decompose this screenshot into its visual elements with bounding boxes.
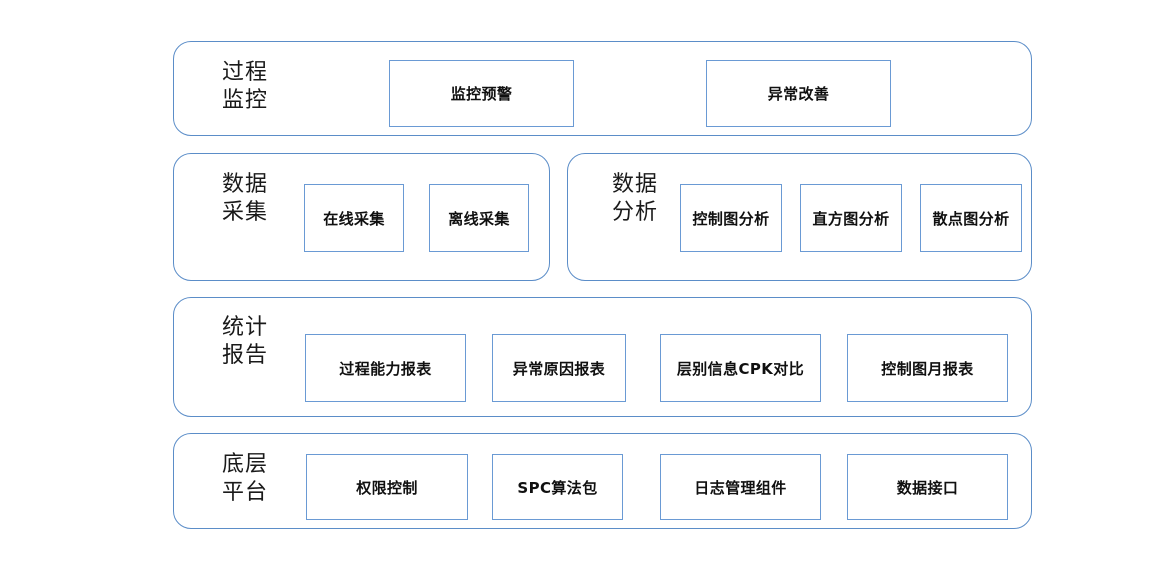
module-label: 异常改善	[767, 85, 830, 103]
module-label: 控制图分析	[692, 209, 770, 228]
layer-heading-process-monitoring: 过程 监控	[221, 59, 268, 112]
module-box-base-platform-0[interactable]: 权限控制	[306, 454, 468, 520]
module-box-process-monitoring-0[interactable]: 监控预警	[389, 60, 574, 127]
module-box-statistical-report-3[interactable]: 控制图月报表	[847, 334, 1008, 402]
module-box-process-monitoring-1[interactable]: 异常改善	[706, 60, 891, 127]
module-label: 监控预警	[450, 85, 513, 103]
module-label: 离线采集	[448, 209, 510, 228]
module-box-base-platform-1[interactable]: SPC算法包	[492, 454, 623, 520]
module-box-statistical-report-2[interactable]: 层别信息CPK对比	[660, 334, 821, 402]
layer-heading-data-collection: 数据 采集	[221, 171, 268, 224]
module-label: 层别信息CPK对比	[676, 359, 805, 378]
module-label: 日志管理组件	[694, 478, 787, 497]
module-box-base-platform-2[interactable]: 日志管理组件	[660, 454, 821, 520]
module-label: 直方图分析	[812, 209, 890, 228]
module-label: 在线采集	[323, 209, 385, 228]
module-box-data-analysis-2[interactable]: 散点图分析	[920, 184, 1022, 252]
module-box-data-analysis-1[interactable]: 直方图分析	[800, 184, 902, 252]
layer-heading-data-analysis: 数据 分析	[611, 171, 658, 224]
module-box-statistical-report-0[interactable]: 过程能力报表	[305, 334, 466, 402]
module-box-statistical-report-1[interactable]: 异常原因报表	[492, 334, 626, 402]
module-box-data-collection-0[interactable]: 在线采集	[304, 184, 404, 252]
module-label: 过程能力报表	[339, 359, 432, 378]
module-label: 数据接口	[896, 478, 959, 497]
module-label: SPC算法包	[517, 478, 598, 497]
module-label: 控制图月报表	[881, 359, 974, 378]
module-box-data-analysis-0[interactable]: 控制图分析	[680, 184, 782, 252]
module-label: 散点图分析	[932, 209, 1010, 228]
layer-heading-base-platform: 底层 平台	[221, 451, 268, 504]
module-box-data-collection-1[interactable]: 离线采集	[429, 184, 529, 252]
module-label: 权限控制	[356, 478, 418, 497]
layer-panel-process-monitoring[interactable]	[173, 41, 1032, 136]
layer-heading-statistical-report: 统计 报告	[221, 314, 268, 367]
module-label: 异常原因报表	[512, 359, 606, 378]
module-box-base-platform-3[interactable]: 数据接口	[847, 454, 1008, 520]
